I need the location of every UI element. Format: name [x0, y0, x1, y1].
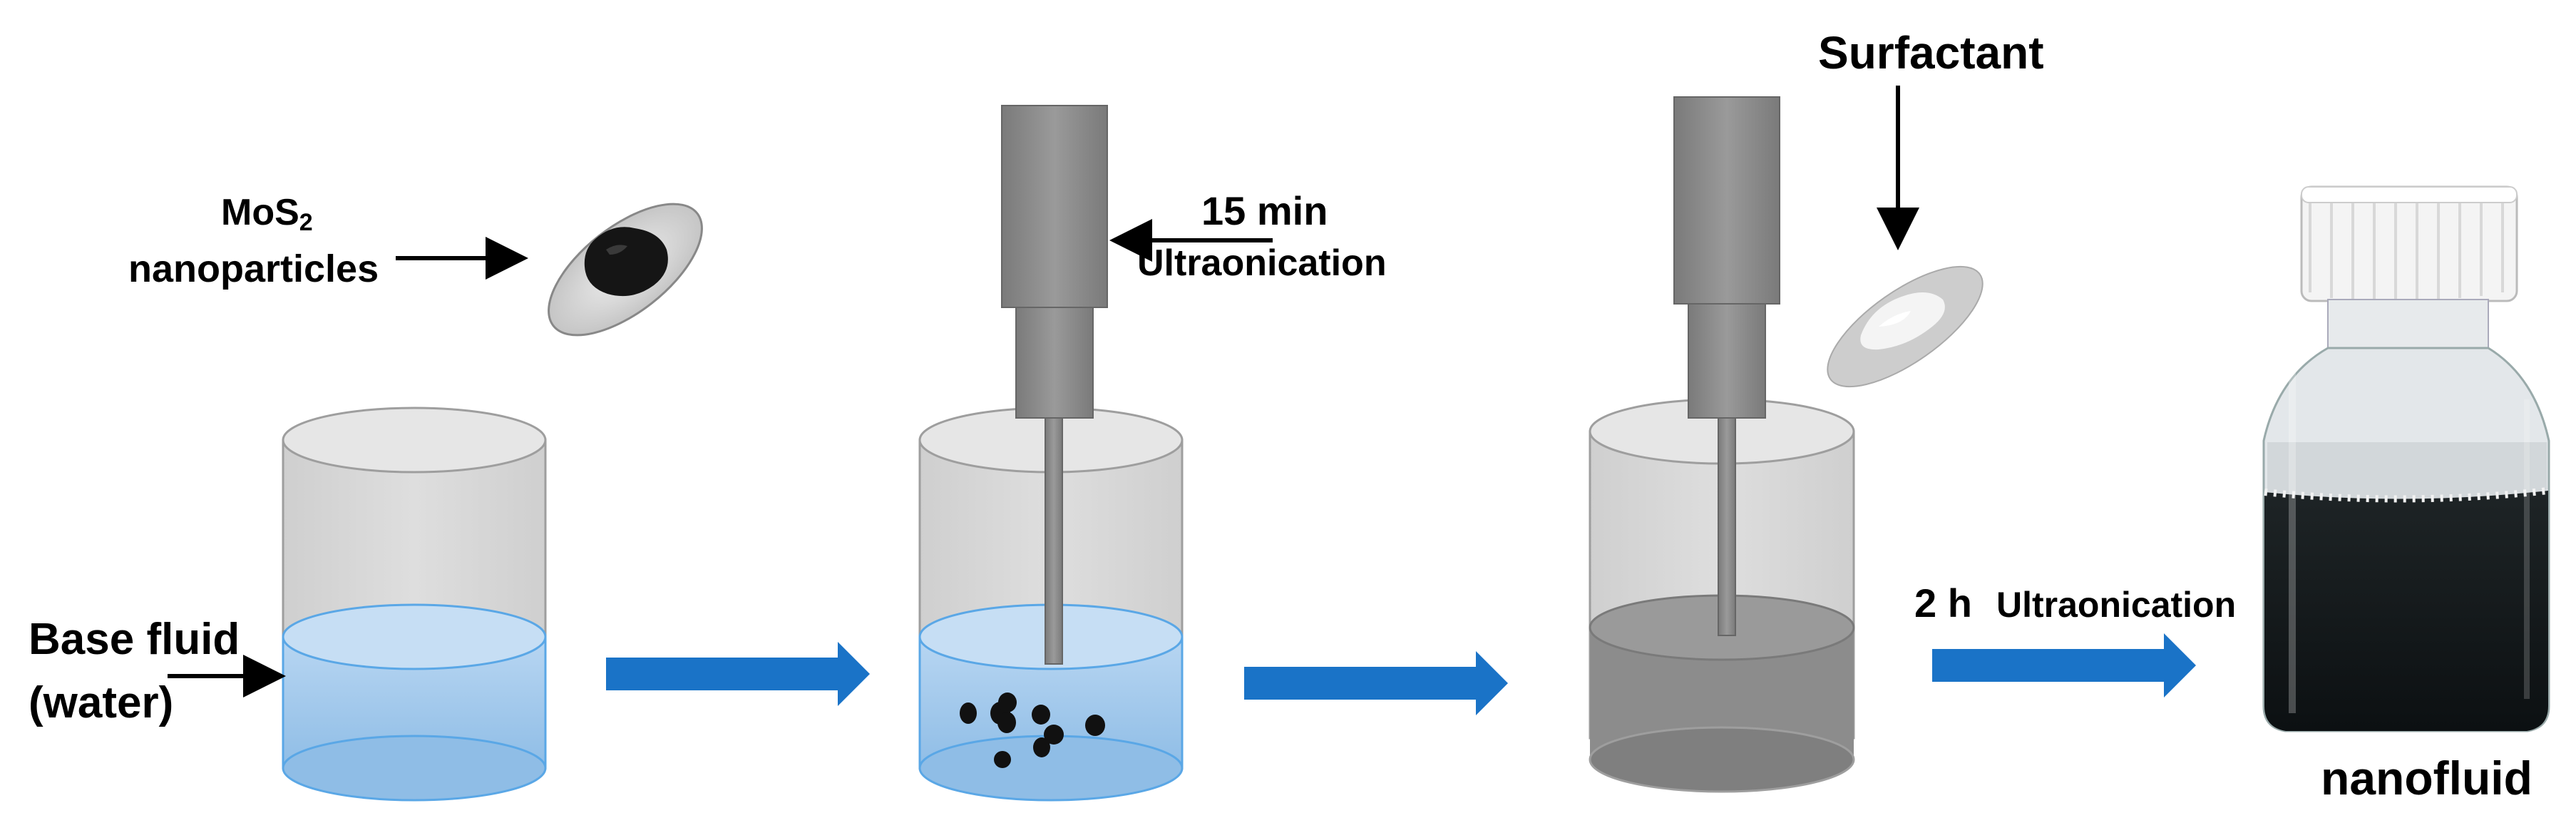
sonicator-probe-1-icon — [1001, 105, 1108, 665]
time-15-label: 15 min — [1201, 188, 1328, 233]
flow-arrow-3-icon — [1932, 633, 2196, 697]
time-2h-label: 2 h — [1914, 581, 1972, 625]
mos2-main: MoS — [221, 192, 299, 233]
surfactant-label: Surfactant — [1818, 27, 2044, 78]
mos2-subscript: 2 — [299, 209, 313, 236]
sonicator-probe-2-icon — [1673, 96, 1780, 636]
nanoparticles-label: nanoparticles — [128, 247, 379, 290]
beaker-water-icon — [282, 407, 547, 802]
nanofluid-label: nanofluid — [2321, 752, 2533, 804]
base-fluid-label: Base fluid — [29, 615, 240, 664]
mos2-label: MoS2 — [221, 194, 313, 235]
mos2-dish-icon — [548, 203, 703, 337]
ultraonication-1-label: Ultraonication — [1137, 242, 1387, 284]
water-label: (water) — [29, 678, 174, 727]
surfactant-dish-icon — [1827, 265, 1984, 388]
particles-icon — [960, 692, 1105, 768]
ultraonication-2-label: Ultraonication — [1996, 585, 2237, 625]
nanofluid-bottle-icon — [2262, 185, 2550, 732]
flow-arrow-2-icon — [1244, 651, 1508, 715]
flow-arrow-1-icon — [606, 642, 870, 706]
